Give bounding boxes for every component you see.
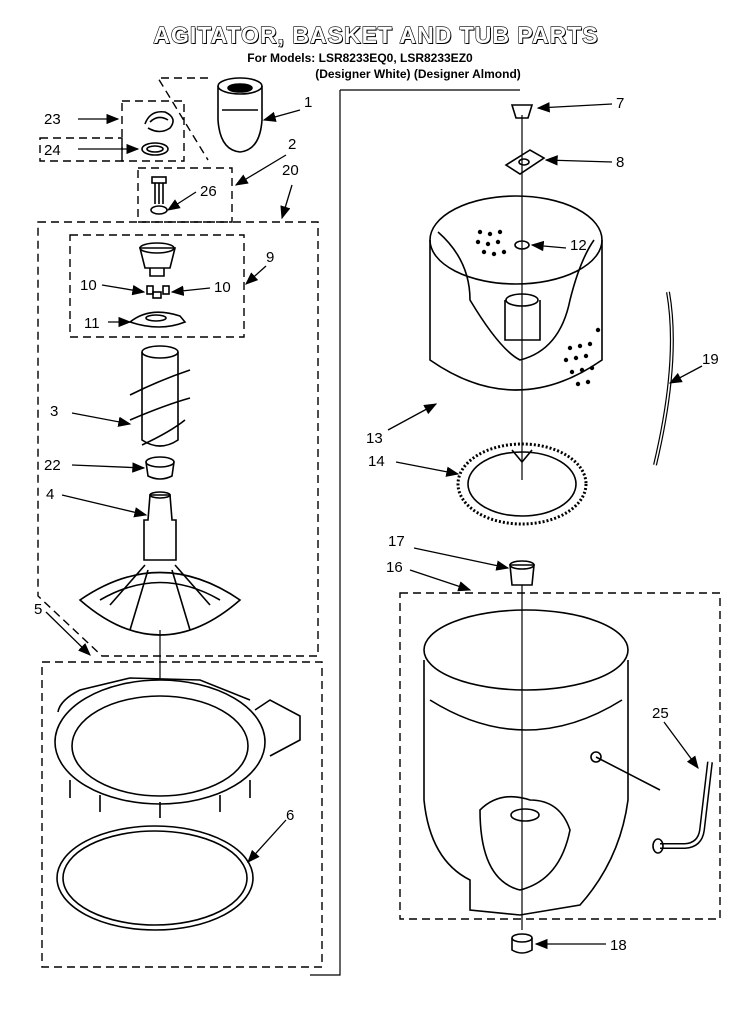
bolt-part-26 <box>150 176 168 215</box>
tub-ring-part-5 <box>54 677 301 818</box>
basket-part-13 <box>429 195 603 391</box>
callout-25: 25 <box>652 705 669 722</box>
spanner-nut-part-8 <box>504 149 546 175</box>
group-box-16 <box>399 592 721 920</box>
callout-19: 19 <box>702 351 719 368</box>
group-box-9 <box>69 234 245 338</box>
group-box-1-link <box>156 77 209 161</box>
agitator-base-part-4 <box>78 491 242 636</box>
callout-22: 22 <box>44 457 61 474</box>
callout-12: 12 <box>570 237 587 254</box>
callout-23: 23 <box>44 111 61 128</box>
callout-13: 13 <box>366 430 383 447</box>
nut-part-7 <box>510 104 534 119</box>
callout-26: 26 <box>200 183 217 200</box>
group-boxes <box>37 77 721 968</box>
drain-hose-part-25 <box>595 756 713 854</box>
basket-drive-part-14 <box>456 442 588 526</box>
group-box-20 <box>37 221 319 657</box>
callout-5: 5 <box>34 601 42 618</box>
callout-labels: 1 2 3 4 5 6 7 8 9 10 10 11 12 13 14 16 1… <box>34 94 719 954</box>
callout-4: 4 <box>46 486 54 503</box>
callout-24: 24 <box>44 142 61 159</box>
callout-7: 7 <box>616 95 624 112</box>
group-box-5 <box>41 661 323 968</box>
callout-11: 11 <box>84 315 100 332</box>
plug-part-18 <box>511 933 533 954</box>
alignment-lines <box>159 89 523 976</box>
clip-part-23 <box>144 110 174 133</box>
leader-lines <box>45 102 703 950</box>
callout-6: 6 <box>286 807 294 824</box>
callout-3: 3 <box>50 403 58 420</box>
group-box-23-24 <box>121 100 185 162</box>
group-box-26 <box>137 167 233 223</box>
outer-tub-part-16 <box>423 609 629 916</box>
diagram-title: AGITATOR, BASKET AND TUB PARTS <box>153 21 599 48</box>
agitator-cap-part-1 <box>217 77 263 153</box>
finish-line: (Designer White) (Designer Almond) <box>315 67 521 81</box>
seal-ring-part-24 <box>141 142 169 156</box>
callout-20: 20 <box>282 162 299 179</box>
callout-18: 18 <box>610 937 627 954</box>
boot-part-17 <box>509 560 535 586</box>
models-line: For Models: LSR8233EQ0, LSR8233EZ0 <box>247 51 473 65</box>
auger-part-3 <box>129 345 191 447</box>
callout-8: 8 <box>616 154 624 171</box>
callout-16: 16 <box>386 559 403 576</box>
callout-2: 2 <box>288 136 296 153</box>
callout-17: 17 <box>388 533 405 550</box>
cam-assembly-part-9 <box>128 242 187 328</box>
drive-bell-part-22 <box>145 456 175 480</box>
snap-ring-part-6 <box>56 825 254 931</box>
callout-10-right: 10 <box>214 279 231 296</box>
hose-part-19 <box>653 291 674 466</box>
callout-1: 1 <box>304 94 312 111</box>
callout-14: 14 <box>368 453 385 470</box>
callout-10-left: 10 <box>80 277 97 294</box>
basket-perforations <box>475 229 601 387</box>
group-box-24-label <box>39 137 123 162</box>
callout-9: 9 <box>266 249 274 266</box>
